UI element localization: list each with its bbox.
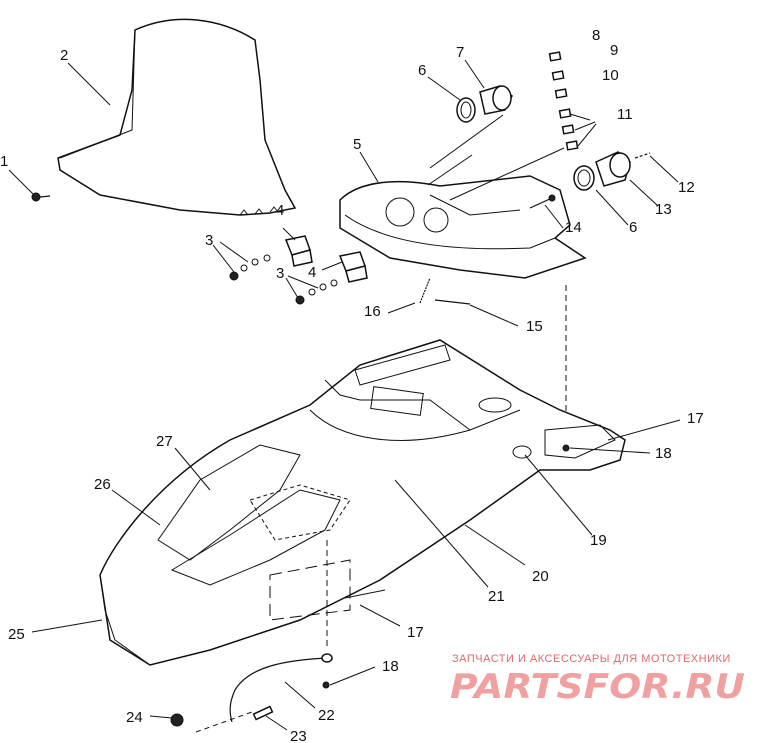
dash-panel (339, 175, 587, 279)
alignment-lines (326, 114, 567, 650)
callout-8: 8 (592, 27, 600, 44)
fasteners-part-3-lower (295, 279, 338, 305)
switch-parts-8-11 (548, 51, 579, 151)
callout-21: 21 (488, 588, 505, 605)
callout-12: 12 (678, 179, 695, 196)
watermark: ЗАПЧАСТИ И АКСЕССУАРЫ ДЛЯ МОТОТЕХНИКИ PA… (450, 653, 745, 707)
callout-9: 9 (610, 42, 618, 59)
cable-part-22 (229, 653, 333, 723)
fasteners-part-3-upper (229, 254, 271, 281)
gauge-ring-part-6-right (573, 165, 595, 191)
screw-part-18-lower (322, 681, 330, 689)
callout-4-upper: 4 (276, 202, 284, 219)
callout-20: 20 (532, 568, 549, 585)
bracket-part-4-upper (284, 235, 313, 267)
callout-14: 14 (565, 219, 582, 236)
callout-26: 26 (94, 476, 111, 493)
callout-22: 22 (318, 707, 335, 724)
hood-assembly (99, 339, 626, 666)
watermark-logo: PARTSFOR.RU (450, 667, 745, 707)
callout-16: 16 (364, 303, 381, 320)
callout-1: 1 (0, 153, 8, 170)
rod-part-16 (419, 277, 431, 304)
callout-27: 27 (156, 433, 173, 450)
callout-17-lower: 17 (407, 624, 424, 641)
callout-15: 15 (526, 318, 543, 335)
gauge-part-7 (479, 85, 513, 115)
callout-6-upper: 6 (418, 62, 426, 79)
gauge-part-13 (595, 151, 631, 187)
bolt-part-23 (252, 705, 274, 721)
watermark-subtitle: ЗАПЧАСТИ И АКСЕССУАРЫ ДЛЯ МОТОТЕХНИКИ (452, 653, 731, 665)
callout-17-upper: 17 (687, 410, 704, 427)
windshield (57, 18, 297, 216)
leader-lines (8, 59, 681, 733)
callout-3-lower: 3 (276, 265, 284, 282)
callout-4-lower: 4 (308, 264, 316, 281)
callout-7: 7 (456, 44, 464, 61)
callout-19: 19 (590, 532, 607, 549)
callout-18-upper: 18 (655, 445, 672, 462)
callout-18-lower: 18 (382, 658, 399, 675)
pin-part-12 (634, 152, 651, 159)
callout-24: 24 (126, 709, 143, 726)
gauge-ring-part-6-left (456, 97, 476, 123)
screw-part-1 (31, 192, 51, 202)
callout-25: 25 (8, 626, 25, 643)
screw-part-14 (529, 194, 556, 209)
callout-6-lower: 6 (629, 219, 637, 236)
bracket-part-4-lower (338, 251, 368, 283)
callout-2: 2 (60, 47, 68, 64)
callout-11: 11 (617, 106, 633, 123)
callout-labels: 1 2 3 3 4 4 5 6 6 7 8 9 10 11 12 13 14 1… (0, 27, 704, 743)
nut-part-24 (170, 713, 184, 727)
callout-10: 10 (602, 67, 619, 84)
callout-13: 13 (655, 201, 672, 218)
callout-5: 5 (353, 136, 361, 153)
rod-part-15 (434, 299, 471, 305)
screw-part-18-upper (562, 444, 570, 452)
callout-23: 23 (290, 728, 307, 743)
callout-3-upper: 3 (205, 232, 213, 249)
